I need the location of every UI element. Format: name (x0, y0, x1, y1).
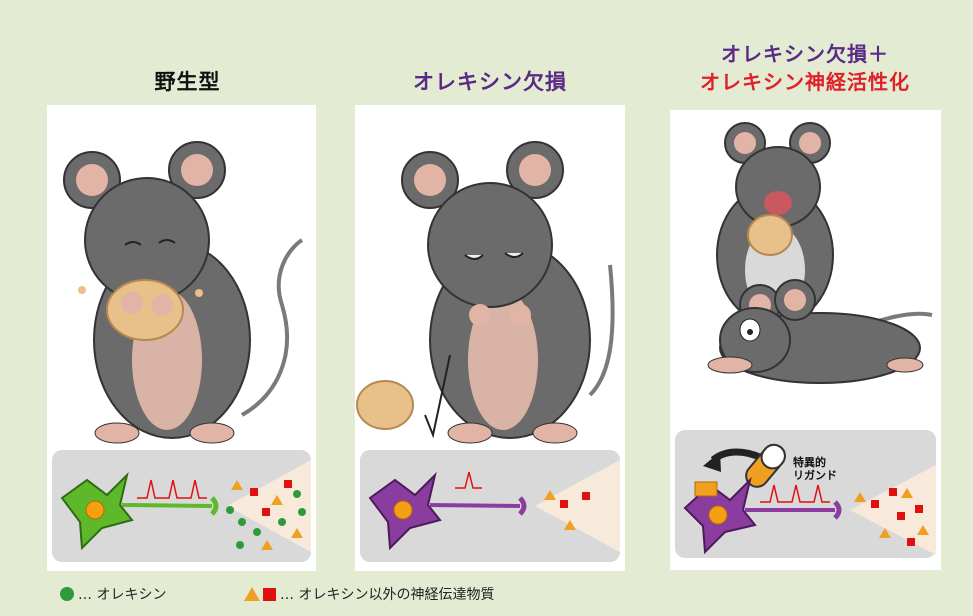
panel-1-title: 野生型 (55, 66, 320, 96)
legend-other-text: … オレキシン以外の神経伝達物質 (280, 587, 495, 603)
ligand-label-line-2: リガンド (793, 469, 837, 482)
panel-knockout-activated: 特異的 リガンド (670, 110, 941, 570)
mouse-eating-icon (63, 141, 304, 444)
mouse-sleepy-icon (356, 141, 615, 444)
panel-knockout (355, 105, 625, 571)
panel-2-title: オレキシン欠損 (355, 66, 625, 96)
square-icon (263, 587, 276, 601)
neuron-icon (60, 460, 311, 552)
mouse-happy-icon (716, 122, 834, 326)
neuron-icon (368, 460, 620, 552)
triangle-icon (244, 587, 260, 601)
panel-wildtype (47, 105, 316, 571)
ligand-label-line-1: 特異的 (793, 456, 826, 469)
ligand-label: 特異的 リガンド (793, 456, 837, 482)
neuron-box-knockout (360, 450, 620, 562)
panel-2-title-text: オレキシン欠損 (413, 70, 567, 94)
orexin-dot-icon (60, 587, 74, 601)
legend-other: … オレキシン以外の神経伝達物質 (244, 584, 494, 604)
mouse-cataplexy-icon (707, 279, 933, 384)
neuron-box-activated: 特異的 リガンド (675, 430, 936, 558)
legend-orexin: … オレキシン (60, 584, 166, 604)
panel-3-title-line-2: オレキシン神経活性化 (700, 70, 910, 94)
panel-3-title: オレキシン欠損＋ オレキシン神経活性化 (665, 40, 945, 96)
capsule-icon (745, 443, 786, 488)
neuron-illustration (683, 443, 936, 555)
panel-3-title-line-1: オレキシン欠損＋ (721, 42, 889, 66)
legend-orexin-text: … オレキシン (78, 587, 167, 603)
neuron-box-wildtype (52, 450, 311, 562)
panel-1-title-text: 野生型 (154, 70, 221, 94)
